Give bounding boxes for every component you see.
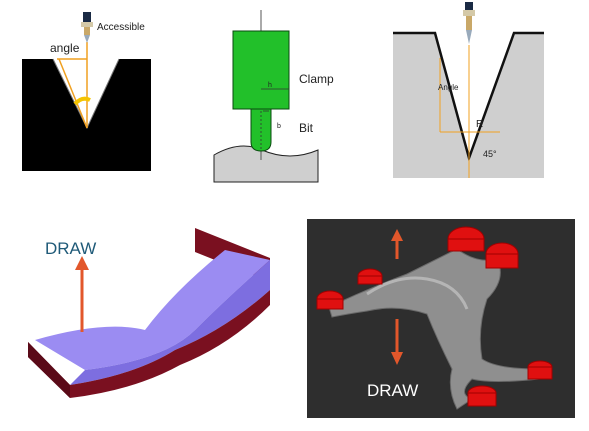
workpiece-surface <box>213 145 319 183</box>
accessible-angle-svg: Accessible angle <box>22 12 151 171</box>
bit-label: Bit <box>299 121 314 135</box>
red-post-mid-side <box>357 275 383 285</box>
draw-down-arrow-head <box>391 352 403 365</box>
dim-b-label: b <box>277 123 281 130</box>
v-notch <box>53 59 119 128</box>
dim-h-label: h <box>268 82 272 89</box>
draw-arrow-head <box>75 256 89 270</box>
bit <box>250 108 272 152</box>
groove-tool-head <box>465 2 473 10</box>
part-draw-label: DRAW <box>367 381 418 400</box>
part-highlight <box>366 276 469 310</box>
clamp <box>232 30 290 110</box>
channel-end-cap <box>28 342 70 398</box>
groove-angle-diagram: Angle R 45° <box>390 0 550 185</box>
tool-collar <box>81 22 93 27</box>
channel-floor <box>35 250 270 370</box>
channel-draw-svg: DRAW <box>28 228 270 398</box>
channel-draw-diagram: DRAW <box>25 220 280 405</box>
angle-line-left <box>58 58 88 129</box>
channel-draw-label: DRAW <box>45 239 96 258</box>
red-post-right-side <box>485 253 519 269</box>
angle-label: angle <box>50 41 80 55</box>
red-post-bottom-side <box>467 392 497 407</box>
angle-value-label: 45° <box>483 149 497 159</box>
red-post-left-side <box>316 298 344 310</box>
channel-outer-wall <box>28 290 270 398</box>
channel-inner-wall <box>70 260 270 385</box>
tool-shank <box>84 27 90 35</box>
groove-tool-tip <box>466 30 472 44</box>
groove-angle-label: Angle <box>438 83 459 92</box>
groove-body <box>393 33 544 178</box>
groove-tool-shank <box>466 16 472 30</box>
accessible-angle-diagram: Accessible angle <box>20 10 155 175</box>
part-draw-svg: DRAW <box>316 226 553 410</box>
tool-tip <box>84 35 90 43</box>
draw-up-arrow-head <box>391 229 403 241</box>
red-post-top-side <box>447 238 485 252</box>
clamp-label: Clamp <box>299 72 334 86</box>
part-draw-diagram: DRAW <box>307 219 575 418</box>
red-post-bottom-right-side <box>527 366 553 380</box>
clamp-bit-svg: h b Clamp Bit <box>213 10 334 183</box>
angle-arc <box>73 96 91 106</box>
radius-label: R <box>476 119 483 130</box>
groove-tool-collar <box>463 10 475 16</box>
groove-angle-svg: Angle R 45° <box>393 2 544 178</box>
clamp-bit-diagram: h b Clamp Bit <box>210 10 350 185</box>
accessible-label: Accessible <box>97 22 145 33</box>
tool-head <box>83 12 91 22</box>
